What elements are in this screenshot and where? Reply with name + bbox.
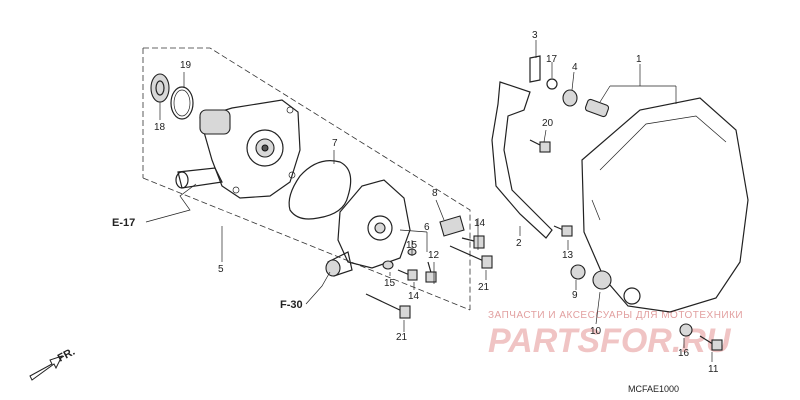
bolt-20	[529, 139, 551, 153]
callouts: 1 2 3 4 5 6 7 8 9 10 11 12 13 14 14 15 1…	[154, 30, 719, 375]
callout-8: 8	[432, 188, 438, 199]
washer-17	[546, 78, 558, 90]
assembly-boundary	[142, 47, 471, 311]
watermark-caption: ЗАПЧАСТИ И АКСЕССУАРЫ ДЛЯ МОТОТЕХНИКИ	[488, 310, 743, 321]
grommet-4	[562, 89, 578, 107]
bolt-12	[425, 261, 437, 283]
callout-21a: 21	[478, 282, 490, 293]
clip-3	[529, 55, 541, 83]
bolt-13	[553, 225, 573, 237]
callout-9: 9	[572, 290, 578, 301]
callout-10: 10	[590, 326, 602, 337]
section-references: E-17 F-30	[112, 183, 331, 311]
callout-21b: 21	[396, 332, 408, 343]
bolt-21b	[365, 293, 411, 319]
o-ring-19	[170, 86, 194, 120]
watermark: ЗАПЧАСТИ И АКСЕССУАРЫ ДЛЯ МОТОТЕХНИКИ PA…	[488, 310, 743, 360]
leader-lines	[159, 40, 713, 362]
callout-4: 4	[572, 62, 578, 73]
bolt-21a	[449, 245, 493, 269]
watermark-brand: PARTSFOR.RU	[488, 322, 732, 360]
callout-18: 18	[154, 122, 166, 133]
callout-20: 20	[542, 118, 554, 129]
callout-11: 11	[708, 364, 719, 375]
collar-1	[584, 98, 610, 118]
callout-16: 16	[678, 348, 690, 359]
callout-17: 17	[546, 54, 558, 65]
plate-8	[439, 215, 465, 237]
bolt-14a	[461, 235, 485, 249]
forward-arrow-icon	[29, 355, 63, 381]
callout-2: 2	[516, 238, 522, 249]
callout-12: 12	[428, 250, 440, 261]
side-cover-1	[581, 97, 749, 313]
callout-15a: 15	[406, 240, 418, 251]
callout-1: 1	[636, 54, 642, 65]
water-pump-5	[175, 99, 301, 199]
reference-f30: F-30	[280, 299, 303, 311]
pump-cover-6	[325, 179, 411, 277]
callout-14b: 14	[408, 291, 420, 302]
callout-14a: 14	[474, 218, 486, 229]
bracket-2	[491, 81, 553, 239]
callout-3: 3	[532, 30, 538, 41]
callout-6: 6	[424, 222, 430, 233]
gasket-7	[288, 160, 352, 220]
washer-16	[679, 323, 693, 337]
grommet-10	[592, 270, 612, 290]
washer-15a	[382, 260, 394, 270]
forward-label: FR.	[56, 346, 77, 365]
bolt-11	[699, 335, 723, 351]
forward-arrow: FR.	[29, 346, 77, 381]
reference-e17: E-17	[112, 217, 135, 229]
callout-15b: 15	[384, 278, 396, 289]
bolt-14b	[397, 269, 418, 281]
callout-13: 13	[562, 250, 574, 261]
oil-seal-18	[150, 73, 170, 103]
callout-19: 19	[180, 60, 192, 71]
callout-7: 7	[332, 138, 338, 149]
diagram-code: MCFAE1000	[628, 384, 679, 394]
callout-5: 5	[218, 264, 224, 275]
grommet-9	[570, 264, 586, 280]
